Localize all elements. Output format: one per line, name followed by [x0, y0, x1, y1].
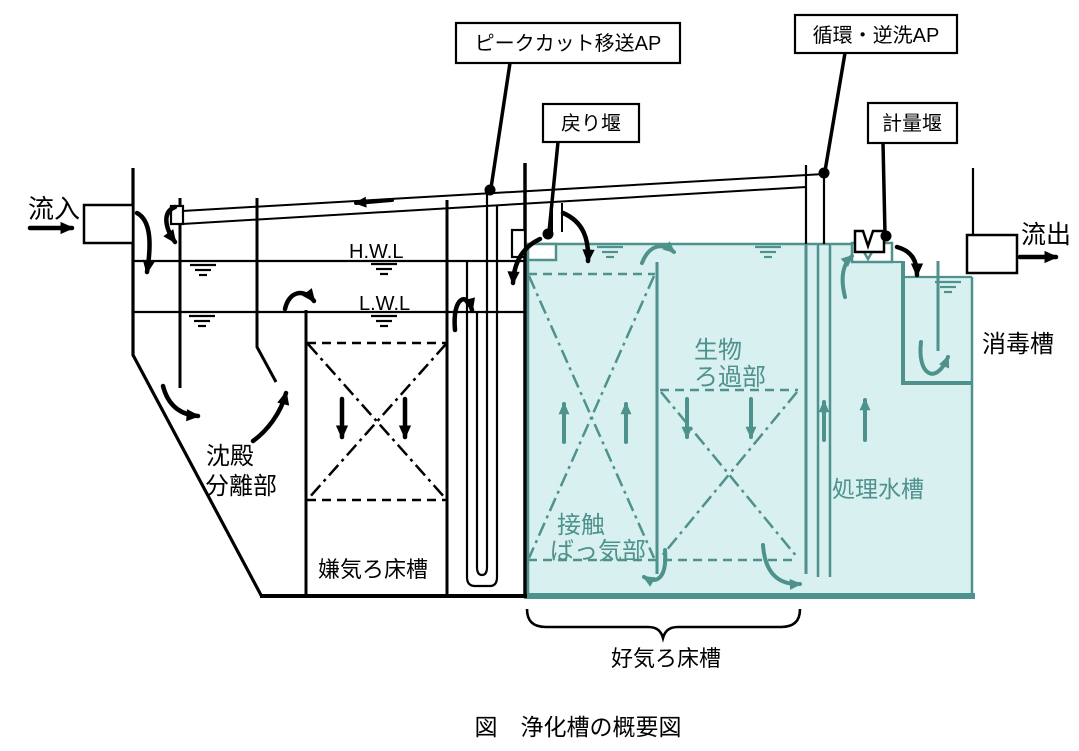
outer-wall-left	[131, 168, 264, 598]
callout-peak-cut-transfer-ap	[454, 21, 682, 65]
black-flow-arrows	[27, 204, 1059, 444]
water-surface-icon	[371, 262, 397, 276]
airlift-inner-bottom	[475, 566, 489, 577]
water-surface-icon	[371, 314, 397, 328]
hwl-label: H.W.L	[349, 241, 403, 263]
leader-line	[881, 142, 887, 235]
leader-dot	[818, 167, 830, 179]
callout-peak-cut-transfer-ap-label: ピークカット移送AP	[475, 32, 662, 55]
callout-measuring-weir-label: 計量堰	[882, 112, 942, 135]
return-weir-right-arrow-icon	[560, 210, 595, 264]
callouts: ピークカット移送AP 循環・逆洗AP 戻り堰 計量堰	[454, 13, 959, 242]
bio-filtration-cross-1	[660, 391, 798, 558]
sedimentation-label-line2: 分離部	[205, 473, 277, 500]
black-structure	[82, 163, 1019, 598]
leader-dot	[542, 228, 554, 240]
curly-brace	[525, 608, 802, 643]
flow-arrow-uturn-left-icon	[642, 548, 668, 587]
sedimentation-arrow-icon	[160, 383, 201, 422]
anaerobic-filter-media	[307, 341, 447, 502]
treated-water-tank-label: 処理水槽	[832, 476, 924, 502]
weir-to-disinfection-arrow-icon	[894, 244, 924, 278]
contact-aeration-label-line1: 接触	[557, 512, 605, 539]
inflow-box	[82, 203, 135, 245]
transfer-pipe-top	[181, 173, 825, 212]
flow-arrow-uturn-right-icon	[761, 543, 803, 590]
contact-aeration-cross-2	[527, 275, 656, 559]
callout-measuring-weir	[866, 101, 959, 145]
figure-caption: 図 浄化槽の概要図	[475, 714, 682, 740]
inflow-drop-arrow-icon	[134, 210, 155, 275]
airlift-outer-bottom	[465, 576, 499, 588]
riser-overflow-arrow-icon	[452, 297, 475, 333]
lwl-label: L.W.L	[359, 293, 410, 315]
measuring-weir-vnotch	[853, 229, 886, 254]
sedimentation-rise-arrow-icon	[250, 390, 290, 444]
leader-line	[547, 141, 560, 233]
pipe-flow-left-arrow-icon	[353, 196, 394, 208]
aerobic-tank-structure	[524, 241, 975, 599]
transfer-pipe-bottom	[181, 186, 807, 225]
return-weir-notch-box	[526, 242, 558, 262]
anaerobic-cross-2	[307, 343, 447, 500]
callout-return-weir	[541, 102, 641, 144]
filter-media-patterns-teal	[527, 272, 798, 562]
callout-circulation-backwash-ap-label: 循環・逆洗AP	[813, 24, 940, 47]
outflow-box	[965, 233, 1019, 275]
bio-filtration-cross-2	[660, 391, 798, 558]
labels: 流入 流出 H.W.L L.W.L 沈殿 分離部 嫌気ろ床槽 接触 ばっ気部 生…	[28, 194, 1071, 671]
contact-aeration-label-line2: ばっ気部	[550, 538, 646, 565]
leader-line	[823, 52, 847, 172]
callout-return-weir-label: 戻り堰	[561, 112, 621, 135]
leader-line	[489, 62, 512, 189]
aerobic-filter-bed-label: 好気ろ床槽	[611, 646, 721, 671]
leader-dot	[880, 230, 892, 242]
disinfection-tank-walls	[901, 261, 972, 385]
bio-filtration-label-line2: ろ過部	[694, 364, 766, 391]
flow-arrow-over-divider-icon	[640, 241, 676, 265]
water-surface-icon	[935, 280, 961, 294]
water-surface-marks-black	[189, 262, 397, 328]
pipe-discharge-arrow-icon	[163, 204, 178, 245]
water-surface-icon	[190, 263, 216, 277]
water-surface-icon	[597, 245, 623, 259]
bio-filtration-label-line1: 生物	[694, 337, 742, 364]
return-weir-left-arrow-icon	[507, 236, 543, 286]
inflow-label: 流入	[28, 194, 80, 224]
leader-dot	[484, 184, 496, 196]
water-surface-icon	[189, 314, 215, 328]
sedimentation-label-line1: 沈殿	[206, 443, 254, 470]
water-surface-marks-teal	[597, 245, 961, 294]
anaerobic-filter-bed-label: 嫌気ろ床槽	[318, 557, 428, 582]
aerobic-brace-group	[525, 608, 802, 643]
disinfection-tank-label: 消毒槽	[982, 331, 1054, 358]
anaerobic-cross-1	[307, 343, 447, 500]
baffle-wall-2	[255, 198, 278, 383]
flow-arrow-to-weir-icon	[840, 254, 854, 299]
overflow-arrow-icon	[282, 288, 317, 312]
water-surface-icon	[755, 245, 781, 259]
callout-circulation-backwash-ap	[793, 13, 959, 55]
outflow-label: 流出	[1021, 221, 1071, 249]
flow-arrow-disinfection-icon	[918, 340, 950, 376]
teal-flow-arrows	[558, 241, 950, 590]
